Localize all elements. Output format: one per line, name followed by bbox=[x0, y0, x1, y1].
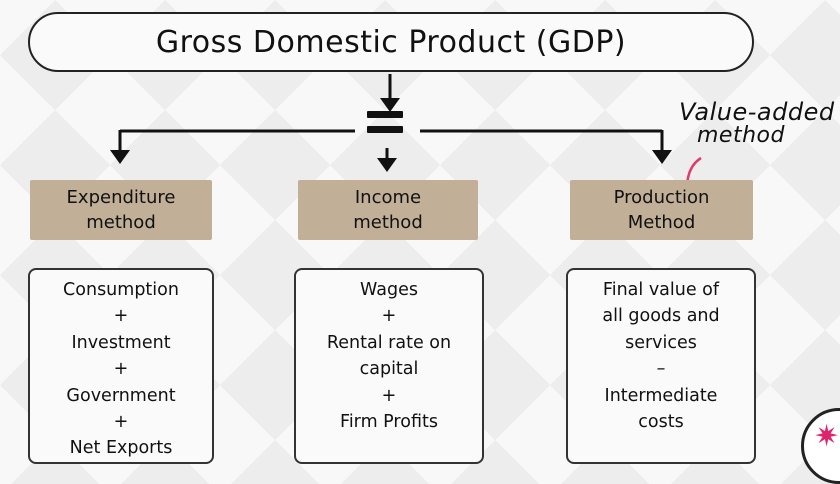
component-item: Final value of bbox=[602, 280, 720, 300]
annotation-line-1: Value-added bbox=[679, 98, 835, 126]
component-item: all goods and bbox=[602, 306, 720, 327]
component-item: + bbox=[381, 385, 397, 406]
component-item: + bbox=[113, 306, 129, 327]
equals-sign-icon bbox=[367, 111, 403, 141]
down-arrow-icon bbox=[110, 150, 130, 164]
method-label-line1: Expenditure bbox=[66, 187, 176, 208]
component-item: Investment bbox=[71, 332, 171, 353]
component-item: – bbox=[656, 359, 666, 380]
production-method-header: Production Method bbox=[570, 180, 753, 240]
down-arrow-icon bbox=[377, 158, 397, 172]
component-item: costs bbox=[638, 412, 684, 433]
production-components-box: Final value of all goods and services – … bbox=[566, 268, 756, 464]
method-label-line2: method bbox=[86, 212, 156, 233]
income-components-box: Wages + Rental rate on capital + Firm Pr… bbox=[294, 268, 484, 464]
component-item: Intermediate bbox=[604, 385, 718, 406]
income-method-header: Income method bbox=[298, 180, 478, 240]
component-item: + bbox=[113, 359, 129, 380]
component-item: Wages bbox=[360, 280, 418, 300]
gdp-title: Gross Domestic Product (GDP) bbox=[28, 12, 754, 72]
method-label-line2: Method bbox=[627, 212, 696, 233]
down-arrow-icon bbox=[380, 98, 400, 112]
down-arrow-icon bbox=[652, 150, 672, 164]
value-added-annotation: Value-added method bbox=[679, 100, 835, 148]
method-label-line1: Production bbox=[613, 187, 710, 208]
component-item: Rental rate on bbox=[326, 332, 452, 353]
component-item: Consumption bbox=[63, 280, 179, 300]
annotation-line-2: method bbox=[697, 123, 785, 148]
expenditure-components-box: Consumption + Investment + Government + … bbox=[28, 268, 214, 464]
method-label-line1: Income bbox=[354, 187, 422, 208]
expenditure-method-header: Expenditure method bbox=[30, 180, 212, 240]
component-item: capital bbox=[359, 359, 419, 380]
component-item: + bbox=[113, 412, 129, 433]
component-item: services bbox=[625, 332, 697, 353]
component-item: Firm Profits bbox=[340, 412, 438, 433]
component-item: Government bbox=[66, 385, 176, 406]
connector-arrows bbox=[110, 74, 702, 187]
component-item: + bbox=[381, 306, 397, 327]
method-label-line2: method bbox=[353, 212, 423, 233]
component-item: Net Exports bbox=[69, 438, 173, 459]
